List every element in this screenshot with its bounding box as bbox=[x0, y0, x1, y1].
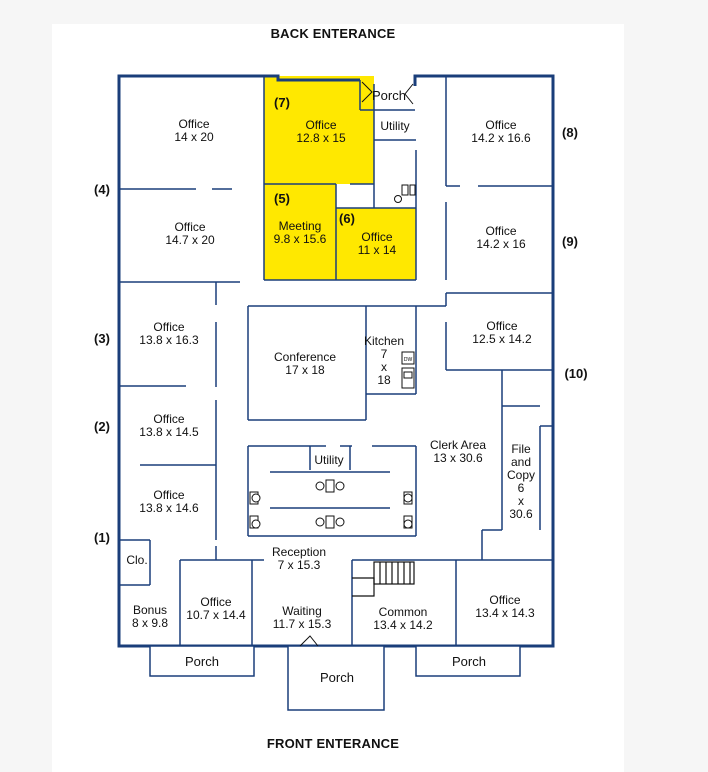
room-utility-back: Utility bbox=[380, 119, 410, 133]
tag-2: (2) bbox=[94, 419, 110, 434]
door-back-porch-right bbox=[404, 83, 414, 105]
room-closet: Clo. bbox=[126, 553, 148, 567]
highlight-meeting-5 bbox=[264, 184, 336, 280]
highlight-office-7 bbox=[264, 76, 374, 184]
dishwasher-label: DW bbox=[404, 357, 413, 363]
room-porch-back: Porch bbox=[372, 88, 406, 103]
tag-10: (10) bbox=[564, 366, 588, 381]
toilet-right-upper bbox=[403, 491, 413, 505]
tag-4: (4) bbox=[94, 182, 110, 197]
outer-walls bbox=[117, 74, 555, 648]
porches bbox=[149, 645, 521, 711]
door-back-porch-left bbox=[361, 81, 373, 103]
highlight-office-6 bbox=[336, 208, 416, 280]
interior-walls bbox=[119, 76, 553, 646]
tag-8: (8) bbox=[562, 125, 578, 140]
tag-3: (3) bbox=[94, 331, 110, 346]
room-porch-left: Porch bbox=[185, 654, 219, 669]
tag-1: (1) bbox=[94, 530, 110, 545]
room-porch-center: Porch bbox=[320, 670, 354, 685]
porch-center-outline bbox=[287, 645, 385, 711]
toilet-right-lower bbox=[403, 515, 413, 529]
front-entrance-heading: FRONT ENTERANCE bbox=[266, 736, 400, 751]
back-entrance-heading: BACK ENTERANCE bbox=[270, 26, 396, 41]
door-waiting bbox=[299, 635, 319, 647]
doors bbox=[299, 81, 414, 647]
fixtures bbox=[249, 184, 416, 529]
room-utility-mid: Utility bbox=[314, 453, 344, 467]
toilet-left-upper bbox=[249, 491, 261, 505]
tag-9: (9) bbox=[562, 234, 578, 249]
toilet-back bbox=[394, 184, 416, 203]
kitchen-appliances bbox=[401, 351, 415, 389]
tag-6: (6) bbox=[339, 211, 355, 226]
sink-pair-lower bbox=[315, 515, 345, 529]
sink-pair-upper bbox=[315, 479, 345, 493]
highlighted-rooms bbox=[264, 76, 416, 280]
porch-right-outline bbox=[415, 645, 521, 677]
tag-7: (7) bbox=[274, 95, 290, 110]
porch-left-outline bbox=[149, 645, 255, 677]
stairs bbox=[352, 561, 415, 597]
tag-5: (5) bbox=[274, 191, 290, 206]
room-porch-right: Porch bbox=[452, 654, 486, 669]
toilet-left-lower bbox=[249, 515, 261, 529]
